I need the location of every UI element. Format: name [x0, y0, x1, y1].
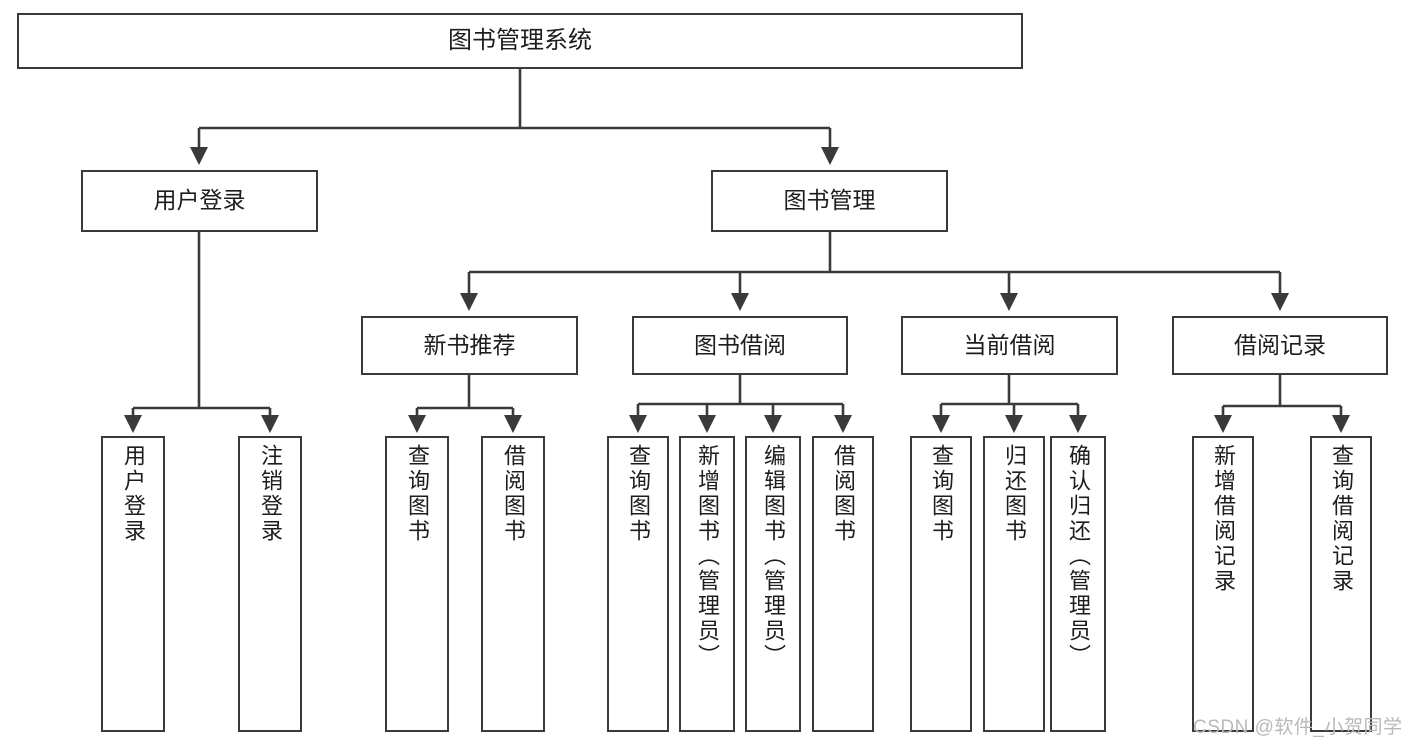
node-root-label: 图书管理系统 [448, 26, 592, 54]
node-leaf-borrow-book-rec[interactable]: 借阅图书 [481, 436, 545, 732]
node-user-login[interactable]: 用户登录 [81, 170, 318, 232]
node-leaf-user-login-label: 用户登录 [121, 444, 146, 544]
node-book-manage-label: 图书管理 [783, 187, 876, 214]
node-leaf-borrow-book-rec-label: 借阅图书 [501, 444, 526, 544]
node-leaf-query-book-rec-label: 查询图书 [405, 444, 430, 544]
node-leaf-edit-book[interactable]: 编辑图书（管理员） [745, 436, 801, 732]
node-book-borrow-label: 图书借阅 [694, 331, 786, 358]
node-book-borrow[interactable]: 图书借阅 [632, 316, 848, 375]
node-leaf-borrow-book[interactable]: 借阅图书 [812, 436, 874, 732]
node-leaf-borrow-book-label: 借阅图书 [831, 444, 856, 544]
csdn-watermark: CSDN @软件_小贺同学 [1193, 712, 1402, 739]
node-leaf-confirm-return-label: 确认归还（管理员） [1066, 444, 1091, 669]
node-leaf-logout-label: 注销登录 [258, 444, 283, 544]
node-leaf-query-book-rec[interactable]: 查询图书 [385, 436, 449, 732]
node-current-borrow-label: 当前借阅 [963, 331, 1056, 358]
node-leaf-return-book[interactable]: 归还图书 [983, 436, 1045, 732]
node-root[interactable]: 图书管理系统 [17, 13, 1023, 69]
node-leaf-add-record[interactable]: 新增借阅记录 [1192, 436, 1254, 732]
node-user-login-label: 用户登录 [153, 187, 246, 214]
node-leaf-query-book-current[interactable]: 查询图书 [910, 436, 972, 732]
node-borrow-record-label: 借阅记录 [1234, 331, 1326, 358]
node-leaf-add-record-label: 新增借阅记录 [1211, 444, 1236, 594]
node-leaf-edit-book-label: 编辑图书（管理员） [761, 444, 786, 669]
node-new-book-recommend[interactable]: 新书推荐 [361, 316, 578, 375]
node-book-manage[interactable]: 图书管理 [711, 170, 948, 232]
node-new-book-recommend-label: 新书推荐 [423, 331, 516, 358]
node-leaf-logout[interactable]: 注销登录 [238, 436, 302, 732]
node-current-borrow[interactable]: 当前借阅 [901, 316, 1118, 375]
node-leaf-confirm-return[interactable]: 确认归还（管理员） [1050, 436, 1106, 732]
node-leaf-query-book-borrow-label: 查询图书 [626, 444, 651, 544]
node-leaf-user-login[interactable]: 用户登录 [101, 436, 165, 732]
node-borrow-record[interactable]: 借阅记录 [1172, 316, 1388, 375]
node-leaf-query-record-label: 查询借阅记录 [1329, 444, 1354, 594]
node-leaf-query-record[interactable]: 查询借阅记录 [1310, 436, 1372, 732]
csdn-watermark-text: CSDN @软件_小贺同学 [1193, 717, 1403, 738]
node-leaf-query-book-borrow[interactable]: 查询图书 [607, 436, 669, 732]
node-leaf-query-book-current-label: 查询图书 [929, 444, 954, 544]
node-leaf-return-book-label: 归还图书 [1002, 444, 1027, 544]
node-leaf-add-book-label: 新增图书（管理员） [695, 444, 720, 669]
node-leaf-add-book[interactable]: 新增图书（管理员） [679, 436, 735, 732]
